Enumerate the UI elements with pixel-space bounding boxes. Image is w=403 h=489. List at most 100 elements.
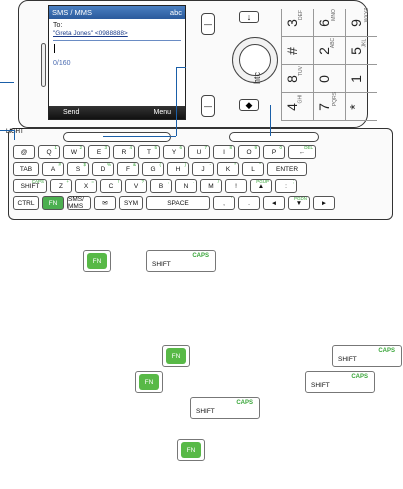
key-[interactable]: :;	[275, 179, 297, 193]
numpad-letters: TUV	[298, 66, 304, 76]
key-label: Y	[171, 148, 177, 156]
right-hardware-key[interactable]	[229, 132, 319, 142]
key-f[interactable]: F&	[117, 162, 139, 176]
key-b[interactable]: B,	[150, 179, 172, 193]
key-label: D	[100, 165, 106, 173]
phone-screen: SMS / MMS abc To: "Greta Jones" <0988888…	[48, 5, 186, 120]
numpad-digit: 0	[315, 75, 332, 83]
key-l[interactable]: L"	[242, 162, 264, 176]
ok-button[interactable]: ◆	[239, 99, 259, 111]
key-[interactable]: .	[238, 196, 260, 210]
key-alt-label: #	[58, 162, 61, 167]
key-space[interactable]: SPACE	[146, 196, 210, 210]
start-button[interactable]: ↓	[239, 11, 259, 23]
left-hardware-key[interactable]	[63, 132, 171, 142]
key-[interactable]: ◄	[263, 196, 285, 210]
key-alt-label: *	[234, 162, 236, 167]
numpad-key[interactable]: 1	[345, 65, 377, 93]
callout-line	[176, 67, 177, 136]
key-label: T	[147, 148, 151, 156]
key-s[interactable]: S$	[67, 162, 89, 176]
numpad-letters: ABC	[330, 37, 337, 49]
key-ctrl[interactable]: CTRL	[13, 196, 39, 210]
key-label: I	[223, 148, 225, 156]
key-tab[interactable]: TAB	[13, 162, 39, 176]
key-[interactable]: !	[225, 179, 247, 193]
key-n[interactable]: N.	[175, 179, 197, 193]
left-side-button[interactable]	[41, 43, 46, 87]
key-smsmms[interactable]: SMS/ MMS	[67, 196, 91, 210]
send-softkey[interactable]: Send	[63, 109, 80, 116]
key-label: ENTER	[275, 165, 299, 173]
left-softkey-button[interactable]: —	[201, 13, 215, 35]
key-label: ▲	[257, 182, 265, 190]
numpad-letters: PQRS	[332, 91, 339, 107]
key-[interactable]: ,'	[213, 196, 235, 210]
key-enter[interactable]: ENTER	[267, 162, 307, 176]
shift-key-graphic: CAPS SHIFT	[305, 371, 375, 393]
key-alt-label: 3	[104, 145, 107, 150]
key-alt-label: 8	[229, 145, 232, 150]
key-z[interactable]: Z+	[50, 179, 72, 193]
callout-line	[0, 130, 14, 131]
key-[interactable]: ▼PGDN	[288, 196, 310, 210]
numpad-key[interactable]: *	[345, 93, 377, 121]
key-[interactable]: ←DEL	[288, 145, 316, 159]
numpad-key[interactable]: 0	[313, 65, 345, 93]
key-alt-label: 5	[154, 145, 157, 150]
numpad-letters: WXYZ	[364, 7, 371, 23]
menu-softkey[interactable]: Menu	[153, 109, 171, 116]
shift-label: SHIFT	[152, 261, 171, 268]
key-x[interactable]: X=	[75, 179, 97, 193]
key-j[interactable]: J-	[192, 162, 214, 176]
key-alt-label: =	[91, 179, 94, 184]
recipient-field[interactable]: "Greta Jones" <0988888>	[53, 30, 128, 37]
key-c[interactable]: C!	[100, 179, 122, 193]
key-k[interactable]: K*	[217, 162, 239, 176]
key-a[interactable]: A#	[42, 162, 64, 176]
numpad-digit: 3	[283, 19, 300, 27]
key-m[interactable]: M/	[200, 179, 222, 193]
key-g[interactable]: G(	[142, 162, 164, 176]
key-sym[interactable]: SYM	[119, 196, 143, 210]
end-call-button[interactable]: —	[201, 95, 215, 117]
key-d[interactable]: D%	[92, 162, 114, 176]
key-label: TAB	[19, 165, 33, 173]
caps-label: CAPS	[378, 348, 395, 354]
shift-label: SHIFT	[338, 356, 357, 363]
key-label: H	[175, 165, 181, 173]
key-fn[interactable]: FN	[42, 196, 64, 210]
key-[interactable]: @	[13, 145, 35, 159]
key-alt-label: .	[192, 179, 194, 184]
key-[interactable]: ▲PGUP	[250, 179, 272, 193]
key-[interactable]: ✉	[94, 196, 116, 210]
fn-key: FN	[87, 253, 107, 269]
key-v[interactable]: V?	[125, 179, 147, 193]
key-h[interactable]: H)	[167, 162, 189, 176]
key-[interactable]: ►	[313, 196, 335, 210]
text-cursor[interactable]	[54, 44, 55, 53]
numpad-key[interactable]: #	[281, 37, 313, 65]
nav-center-button[interactable]	[239, 44, 271, 76]
key-label: P	[271, 148, 277, 156]
